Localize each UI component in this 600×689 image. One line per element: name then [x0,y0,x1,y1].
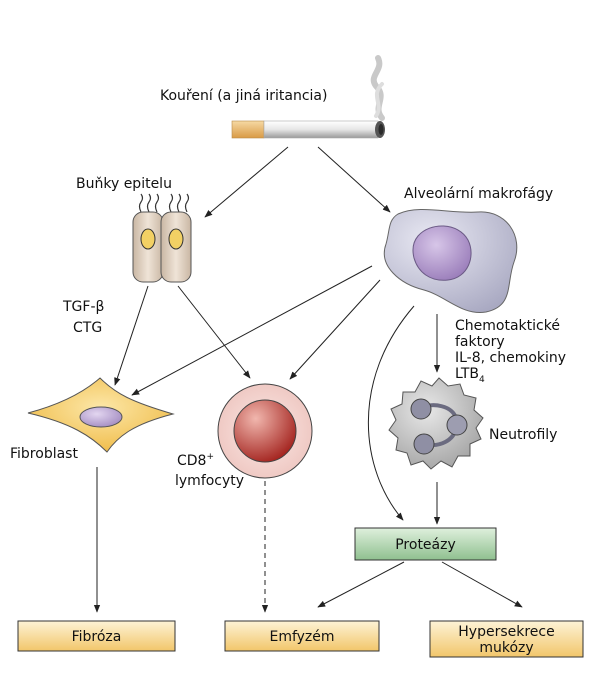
fibroblast-icon [27,377,175,453]
arrow-smoking-to-macrophage [317,146,391,213]
lymphocyte-label: lymfocyty [175,473,244,489]
arrow-protease-to-emphysema [317,561,405,608]
macrophage-mediator-3: IL-8, chemokiny [455,350,566,366]
outcome-hypersecretion-label-2: mukózy [479,640,533,656]
macrophage-mediator-1: Chemotaktické [455,318,560,334]
source-label: Kouření (a jiná iritancia) [160,88,327,104]
outcome-hypersecretion-label-1: Hypersekrece [458,624,554,640]
macrophage-icon [383,209,518,313]
cd8-lymphocyte-icon [217,383,313,479]
outcome-fibrosis-label: Fibróza [72,629,122,645]
cd8-label: CD8+ [177,452,214,469]
epithelium-mediator-1: TGF-β [62,299,104,315]
macrophage-mediator-2: faktory [455,334,505,350]
arrow-epithelium-to-cd8 [177,285,251,379]
arrow-epithelium-to-fibroblast [114,285,149,386]
epithelium-label: Buňky epitelu [76,176,172,192]
outcome-hypersecretion-box: Hypersekrece mukózy [429,620,584,658]
cigarette-icon [231,55,385,139]
arrow-macrophage-to-fibroblast [131,265,373,396]
macrophage-mediator-4: LTB4 [455,366,485,385]
outcome-fibrosis-box: Fibróza [17,620,176,652]
arrow-macrophage-to-protease [367,305,415,521]
outcome-emphysema-box: Emfyzém [224,620,380,652]
outcome-emphysema-label: Emfyzém [269,629,334,645]
fibroblast-label: Fibroblast [10,446,78,462]
macrophage-label: Alveolární makrofágy [404,186,553,202]
epithelial-cells-icon [132,193,192,283]
epithelium-mediator-2: CTG [73,320,102,336]
arrow-macrophage-to-cd8 [289,279,381,380]
arrow-protease-to-hypersecretion [441,561,523,608]
protease-box: Proteázy [354,527,497,561]
arrow-smoking-to-epithelium [204,146,289,218]
neutrophil-icon [388,377,484,470]
arrows [93,146,523,613]
neutrophil-label: Neutrofily [489,427,557,443]
protease-label: Proteázy [395,537,456,553]
